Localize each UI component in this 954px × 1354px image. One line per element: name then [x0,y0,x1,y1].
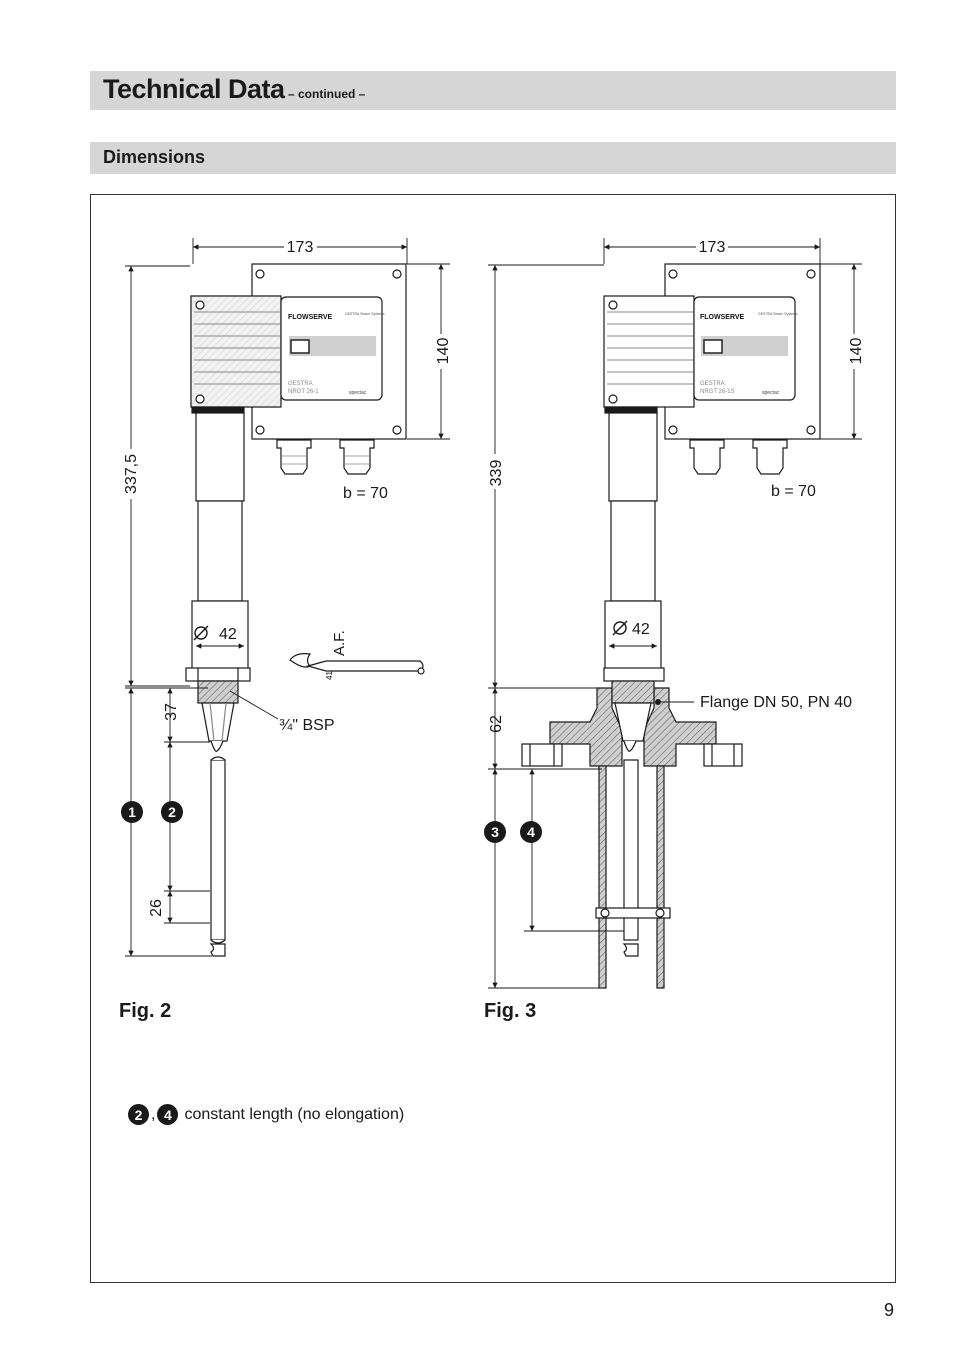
fig3-model: NRGT 26-1S [700,389,735,395]
fig2-dimensions [125,238,450,957]
fig2-badges: 1 2 [121,801,183,823]
note-badge-4: 4 [157,1104,179,1125]
fig2-thread: ¾" BSP [279,717,334,734]
title-bar: Technical Data – continued – [90,71,896,110]
fig3-partner: spectac [762,390,780,396]
fig3-diameter: 42 [632,621,650,638]
section-bar: Dimensions [90,142,896,174]
fig2-depth: b = 70 [343,485,388,502]
fig2-partner: spectac [349,390,367,396]
fig2-dim-26: 26 [148,899,165,917]
page-title: Technical Data [103,74,285,104]
fig3-drawing: FLOWSERVE GESTRA Steam Systems GESTRA NR… [484,238,865,989]
fig3-brand: FLOWSERVE [700,314,745,321]
fig2-housing: FLOWSERVE GESTRA Steam Systems GESTRA NR… [190,263,407,475]
fig3-maker: GESTRA [700,381,725,387]
fig2-electrode [185,406,251,957]
fig2-brand: FLOWSERVE [288,314,333,321]
fig2-model: NRGT 26-1 [288,389,319,395]
drawing-frame [90,194,896,1283]
fig3-depth: b = 70 [771,483,816,500]
note-text: constant length (no elongation) [184,1105,405,1123]
footnote: 2 , 4 constant length (no elongation) [128,1104,404,1125]
fig2-diameter: 42 [219,626,237,643]
fig3-dim-height-box: 140 [848,338,865,365]
fig2-label: Fig. 2 [119,1000,172,1022]
fig2-wrench-size: 41 [325,671,334,680]
fig2-dim-width: 173 [287,239,314,256]
note-badge-2: 2 [128,1104,149,1125]
fig3-electrode [521,406,743,989]
fig3-dimensions [488,238,862,989]
fig3-label: Fig. 3 [484,1000,537,1022]
fig2-dim-height-box: 140 [435,338,452,365]
fig2-drawing: FLOWSERVE GESTRA Steam Systems GESTRA NR… [121,238,452,957]
fig3-dim-total: 339 [488,460,505,487]
fig3-badges: 3 4 [484,821,542,843]
fig3-dim-62: 62 [488,715,505,733]
badge-2: 2 [168,804,176,820]
fig3-housing: FLOWSERVE GESTRA Steam Systems GESTRA NR… [603,263,821,475]
dimension-drawing: FLOWSERVE GESTRA Steam Systems GESTRA NR… [121,238,865,989]
badge-1: 1 [128,804,136,820]
note-separator: , [151,1105,156,1123]
fig2-wrench-label: A.F. [331,630,348,656]
badge-4: 4 [527,824,535,840]
page-subtitle: – continued – [288,87,366,101]
section-title: Dimensions [103,147,206,167]
fig2-dim-total: 337,5 [123,454,140,494]
fig3-flange: Flange DN 50, PN 40 [700,694,852,711]
fig3-tagline: GESTRA Steam Systems [758,312,798,316]
page-number: 9 [884,1300,895,1320]
fig2-dim-37: 37 [163,703,180,721]
badge-3: 3 [491,824,499,840]
fig2-tagline: GESTRA Steam Systems [345,312,385,316]
fig3-dim-width: 173 [699,239,726,256]
fig2-maker: GESTRA [288,381,313,387]
fig2-wrench: 41 [289,653,425,680]
